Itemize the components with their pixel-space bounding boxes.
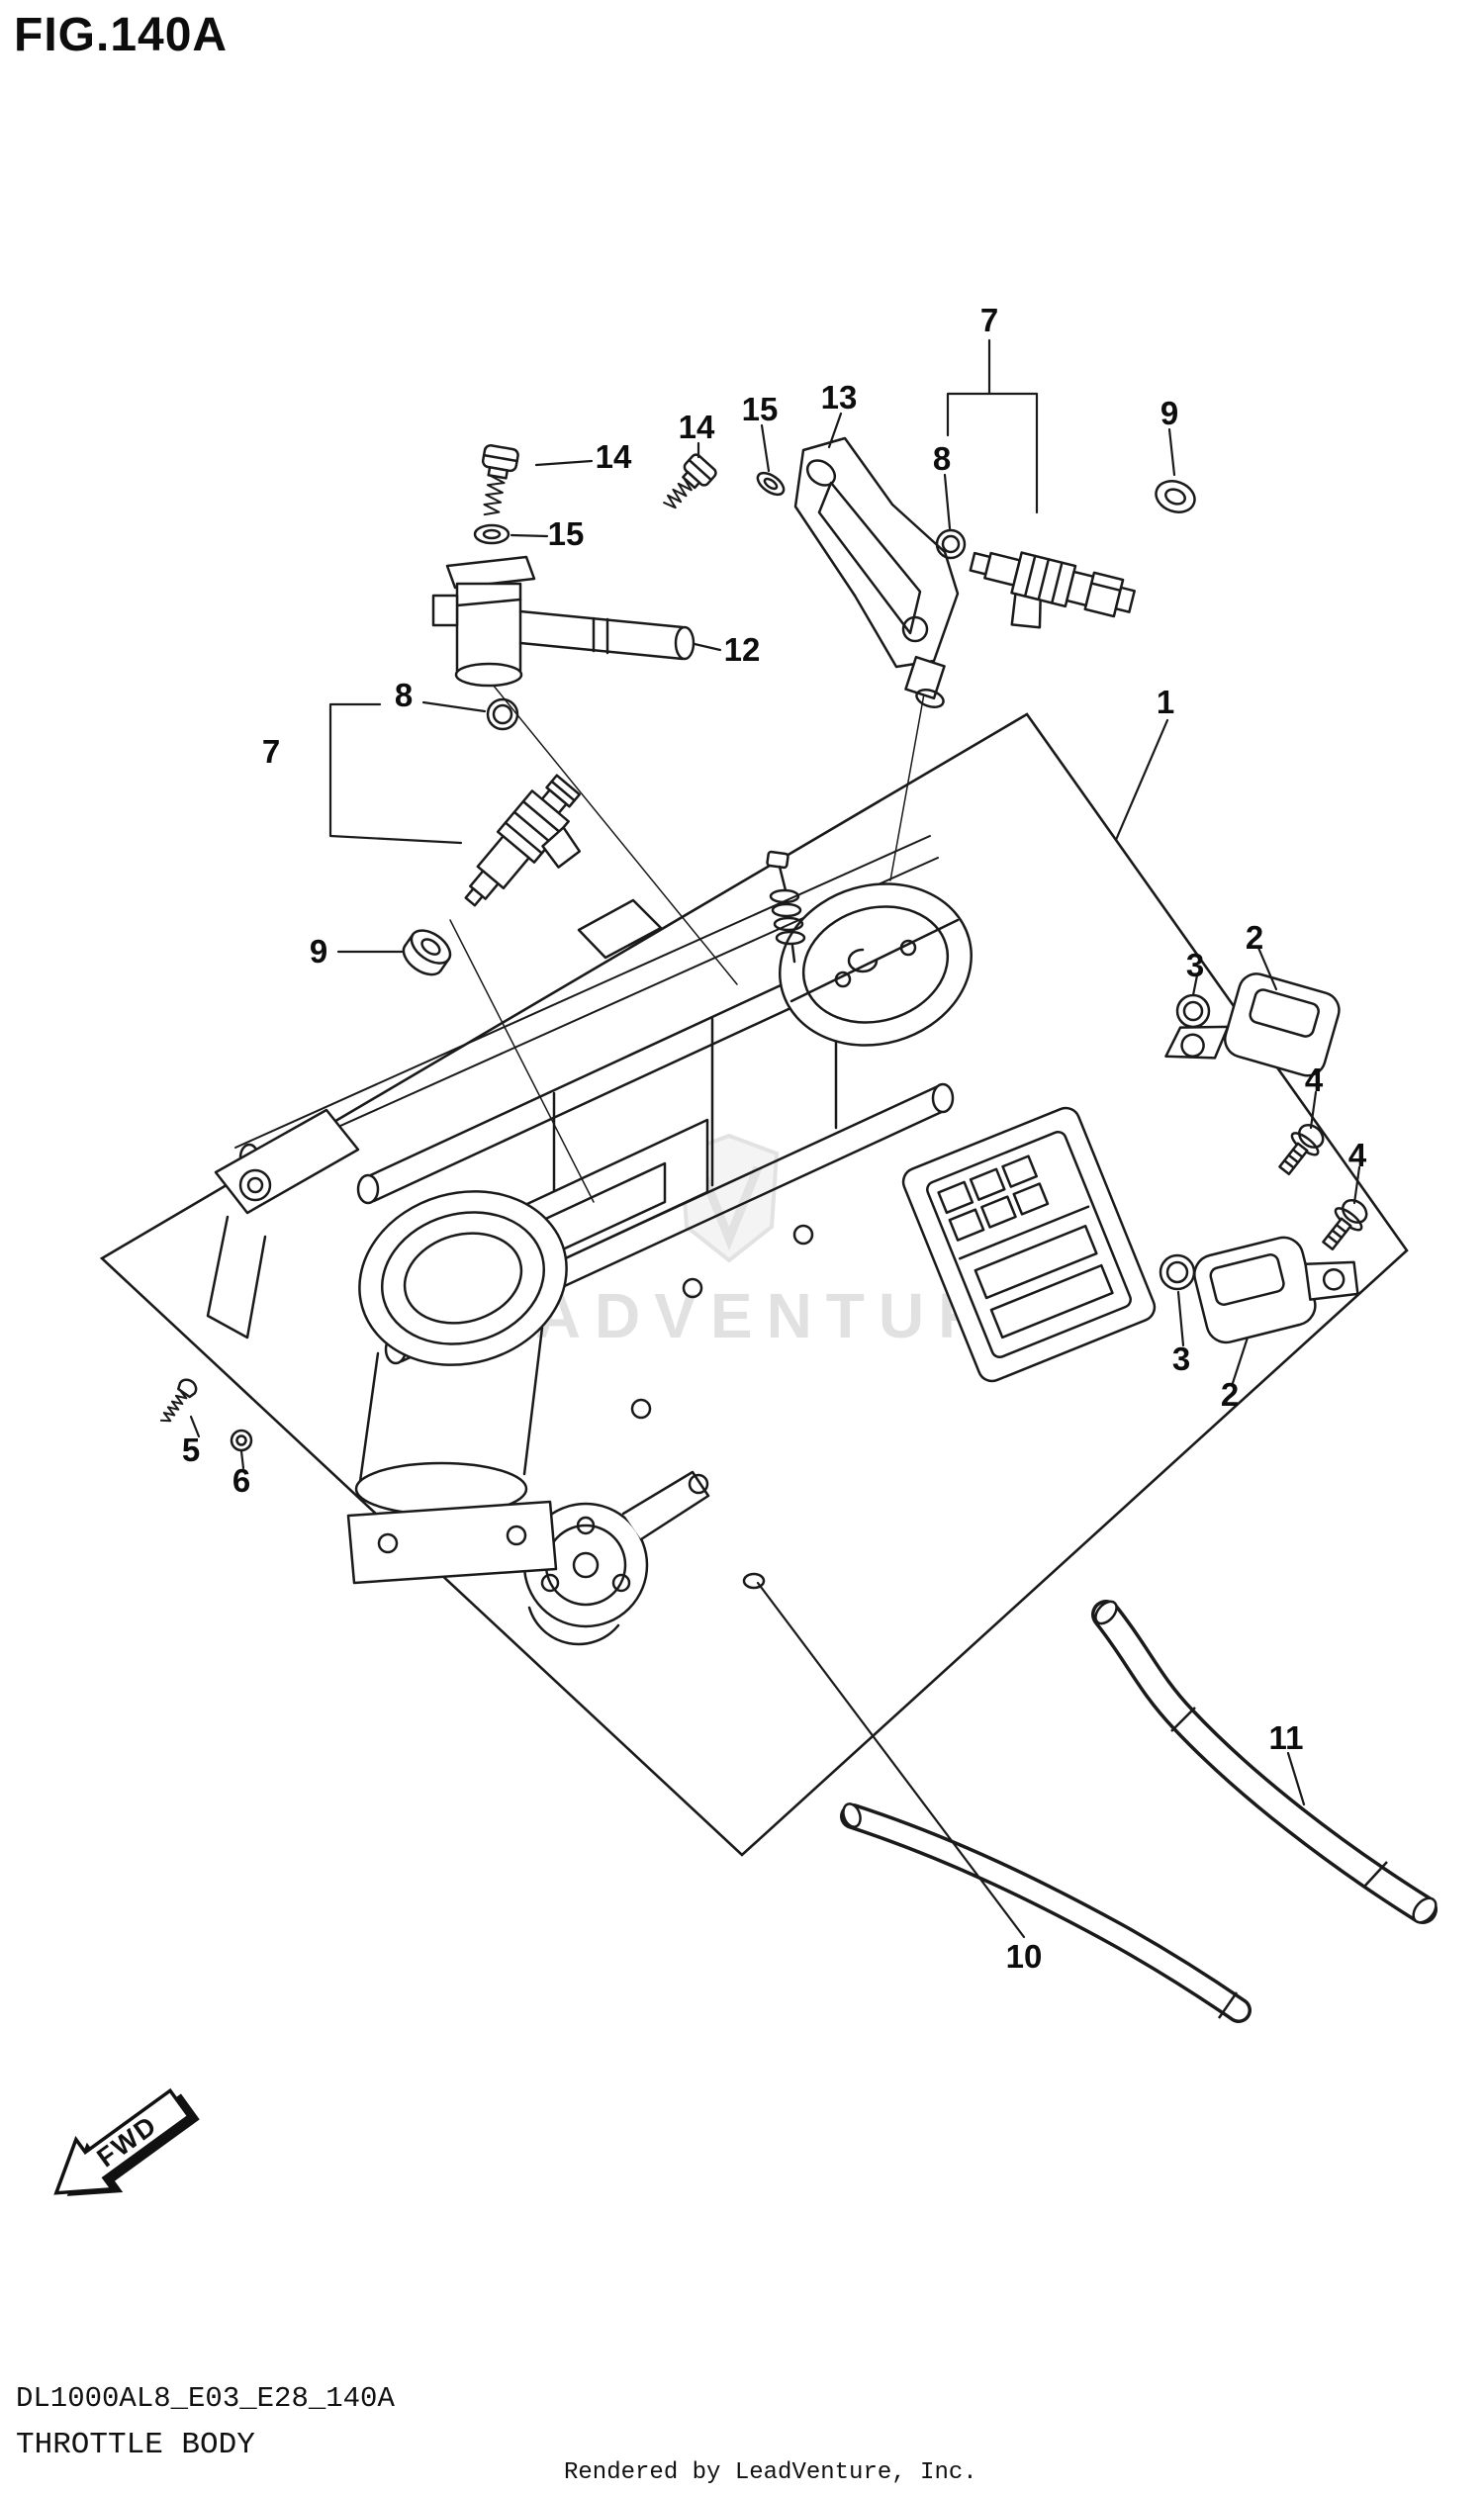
fwd-arrow: FWD [53, 2087, 200, 2196]
bolt-4-lower [1322, 1198, 1368, 1251]
o-ring-3-lower [1159, 1253, 1196, 1291]
leader-lines [189, 338, 1361, 1939]
bolt-4-upper [1278, 1123, 1325, 1176]
assembly-boundary-box [99, 712, 1409, 1857]
bolt-14-right [663, 453, 717, 509]
bracket-13 [793, 436, 960, 709]
footer-figure-name: THROTTLE BODY [16, 2428, 255, 2462]
watermark: LEADVENTURE [426, 1133, 1040, 1351]
o-ring-8-left [486, 697, 519, 731]
throttle-body-assembly [206, 660, 1157, 1646]
o-ring-8-top [935, 528, 967, 560]
cushion-9-left [402, 929, 452, 976]
front-throttle-bore [358, 1190, 568, 1366]
figure-title: FIG.140A [14, 9, 229, 61]
washer-6 [230, 1429, 253, 1452]
cushion-9-top [1155, 480, 1196, 513]
hose-10 [840, 1802, 1252, 2023]
footer-part-code: DL1000AL8_E03_E28_140A [16, 2382, 395, 2415]
sensor-2-lower [1193, 1236, 1359, 1344]
injector-7-left [464, 774, 582, 907]
actuator-block [901, 1106, 1157, 1383]
joint-pipe-12 [431, 555, 696, 688]
footer-credit: Rendered by LeadVenture, Inc. [564, 2459, 977, 2486]
injector-7-top [969, 551, 1136, 629]
hose-11 [1091, 1600, 1438, 1924]
sensor-2-upper [1164, 972, 1341, 1077]
rear-throttle-bore [778, 882, 974, 1047]
o-ring-3-upper [1175, 993, 1211, 1029]
throttle-cam [522, 1470, 710, 1646]
screw-5 [159, 1378, 198, 1423]
washer-15-right [756, 471, 786, 497]
bolt-14-left [481, 443, 519, 516]
idle-screw-spring [766, 850, 806, 964]
washer-15-left [473, 523, 510, 545]
